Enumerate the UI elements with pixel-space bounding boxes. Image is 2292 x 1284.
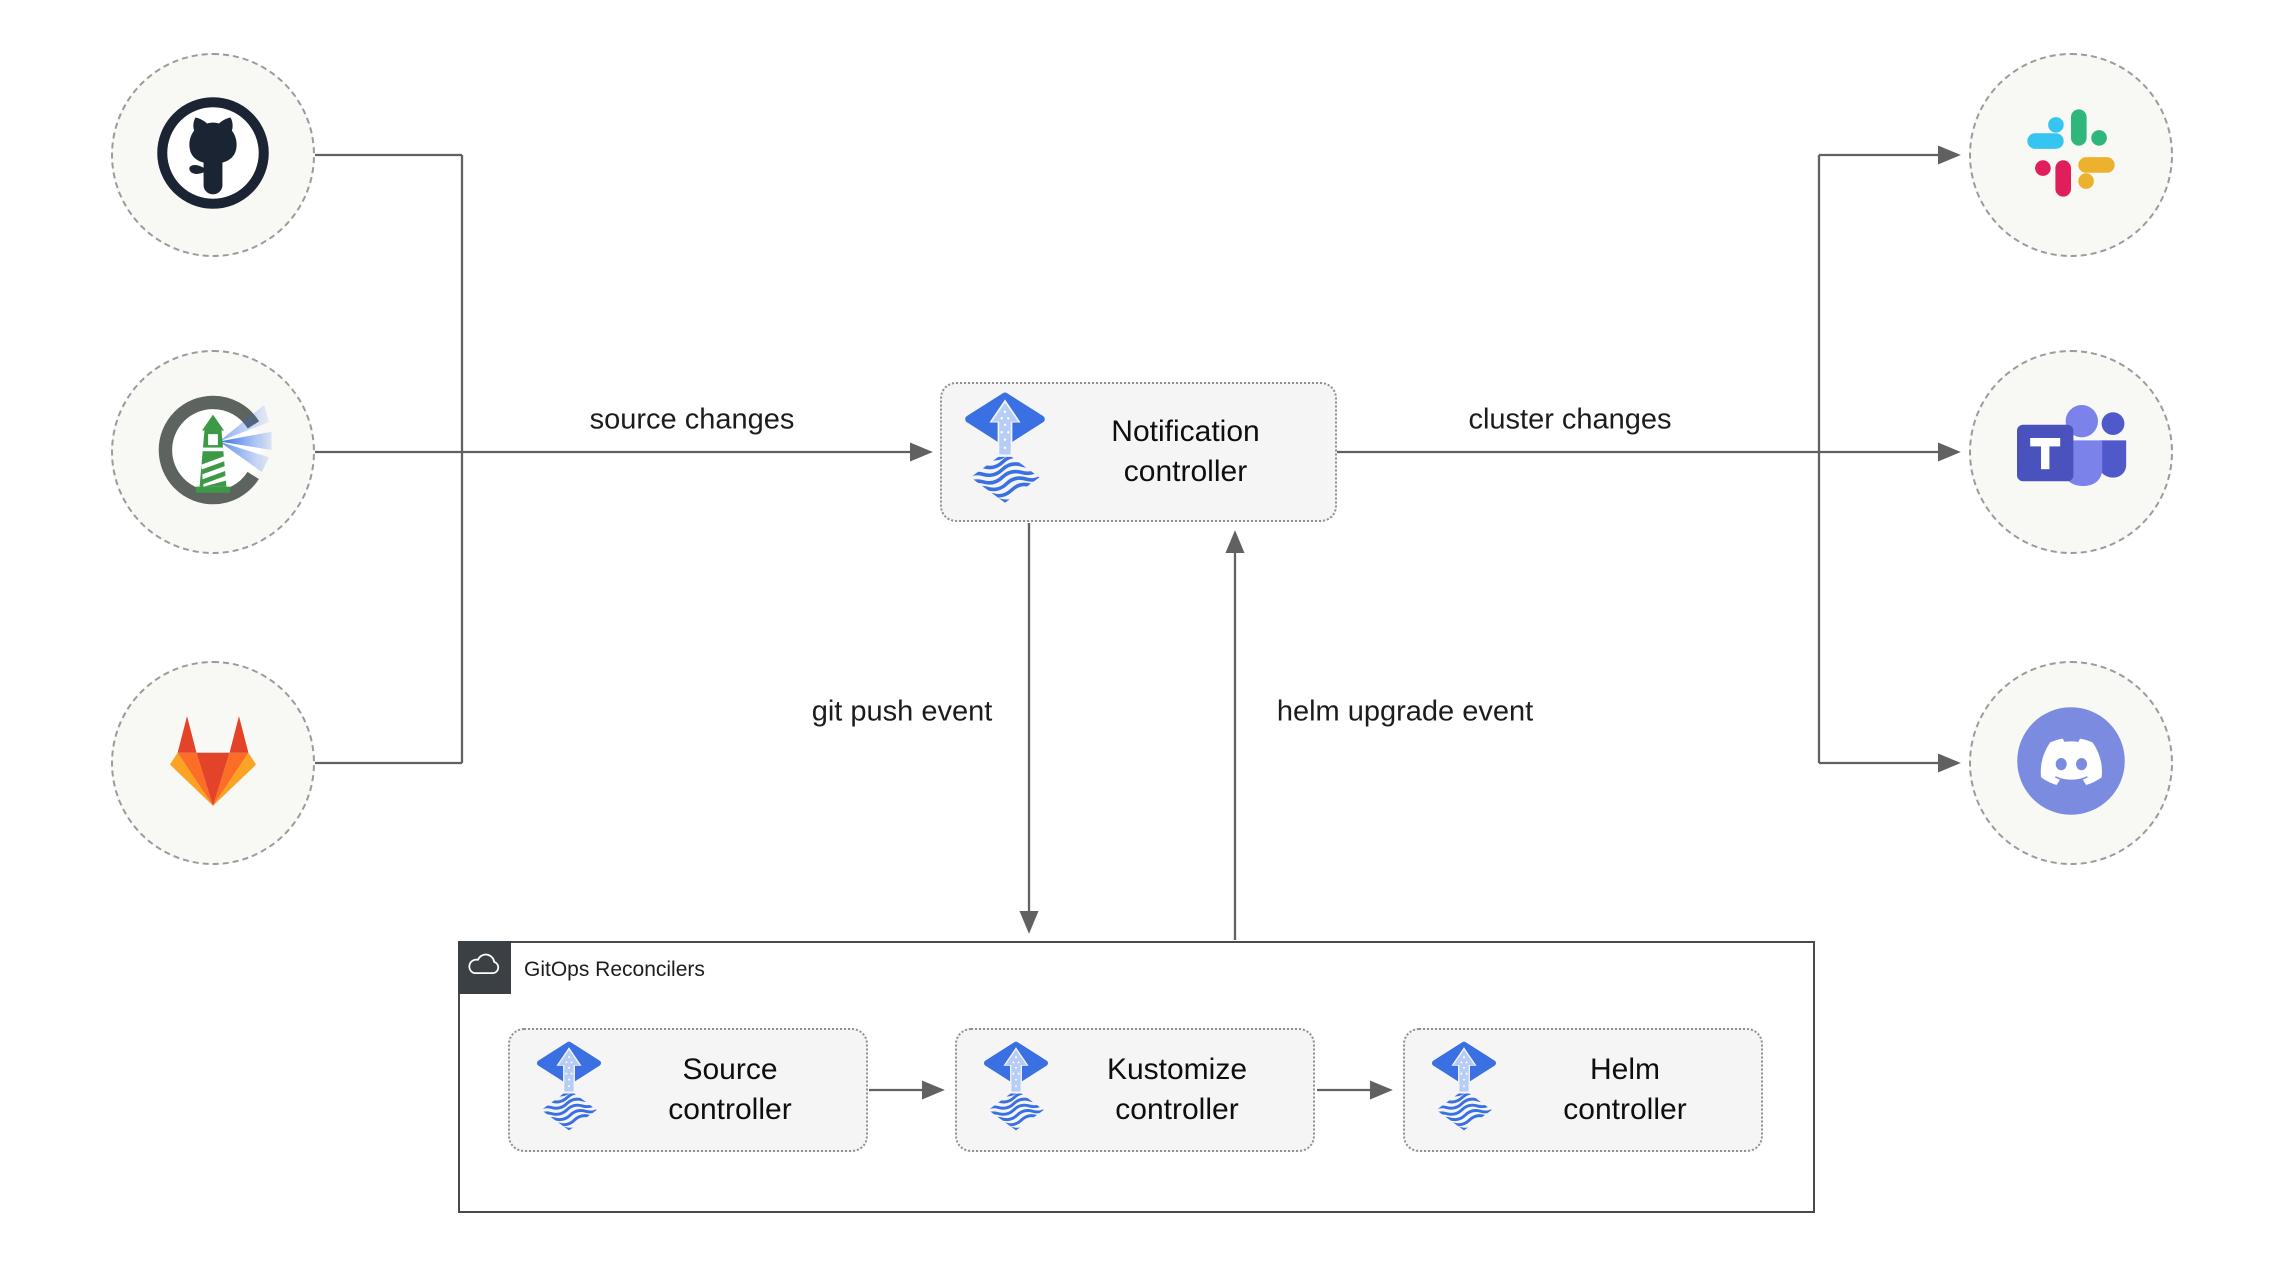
- edge-label-cluster-changes: cluster changes: [1464, 403, 1676, 437]
- harbor-lighthouse-icon: [152, 389, 274, 516]
- cloud-icon: [467, 953, 501, 982]
- notification-controller-label: Notification controller: [1111, 415, 1260, 488]
- gitlab-icon: [154, 702, 272, 825]
- discord-icon: [2015, 705, 2127, 822]
- edge-label-helm-upgrade-event: helm upgrade event: [1272, 695, 1538, 729]
- node-helm-controller: Helm controller: [1403, 1028, 1763, 1152]
- node-source-controller: Source controller: [508, 1028, 868, 1152]
- flux-icon: [964, 392, 1046, 512]
- node-microsoft-teams: [1969, 350, 2173, 554]
- source-controller-label: Source controller: [668, 1053, 792, 1126]
- gitops-reconcilers-container: GitOps Reconcilers: [457, 940, 1815, 1213]
- node-gitlab: [111, 661, 315, 865]
- node-github: [111, 53, 315, 257]
- flux-icon: [983, 1041, 1049, 1139]
- kustomize-controller-label: Kustomize controller: [1106, 1053, 1248, 1126]
- github-icon: [154, 94, 272, 217]
- node-slack: [1969, 53, 2173, 257]
- helm-controller-label: Helm controller: [1563, 1053, 1687, 1126]
- edge-label-source-changes: source changes: [585, 403, 799, 437]
- node-discord: [1969, 661, 2173, 865]
- gitops-reconcilers-label: GitOps Reconcilers: [524, 957, 705, 981]
- edge-sources-trunk: [313, 153, 464, 765]
- node-harbor: [111, 350, 315, 554]
- cloud-badge: [457, 940, 511, 994]
- node-notification-controller: Notification controller: [940, 382, 1337, 522]
- node-kustomize-controller: Kustomize controller: [955, 1028, 1315, 1152]
- flux-icon: [1431, 1041, 1497, 1139]
- edge-label-git-push-event: git push event: [807, 695, 997, 729]
- flux-icon: [536, 1041, 602, 1139]
- microsoft-teams-icon: [2011, 390, 2131, 515]
- slack-icon: [2019, 101, 2123, 210]
